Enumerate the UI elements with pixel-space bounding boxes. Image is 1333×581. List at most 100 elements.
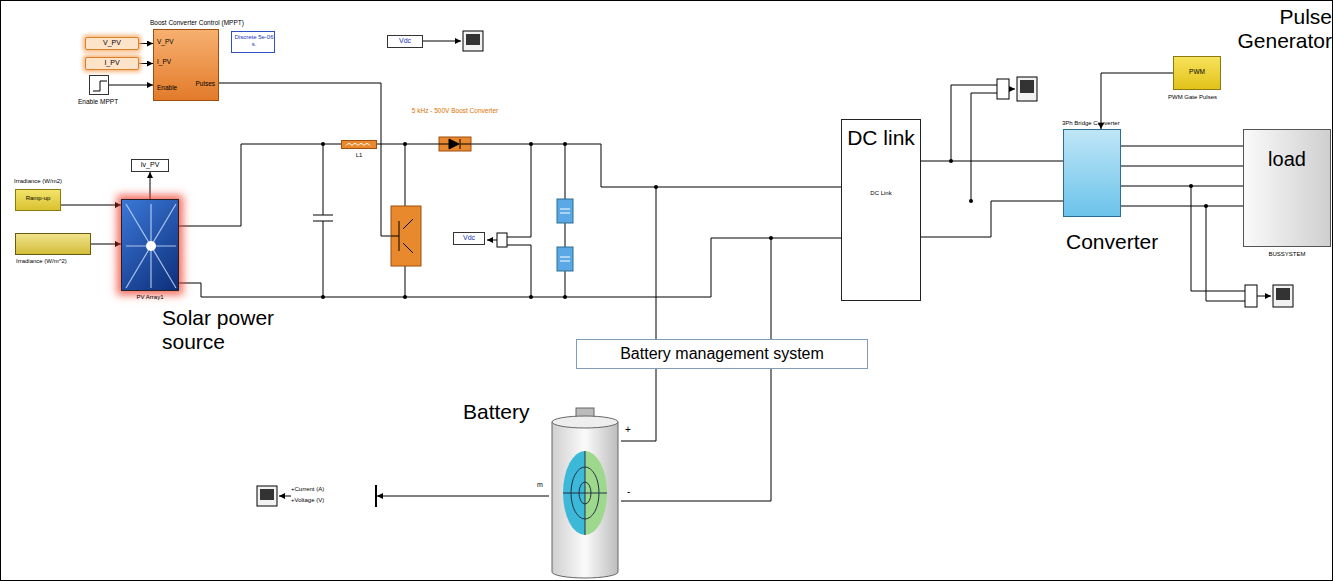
block-label: L1 bbox=[342, 152, 376, 159]
diode: 5 kHz - 500V Boost Converter bbox=[439, 137, 471, 151]
block-label: Pulses bbox=[195, 80, 215, 87]
block-label: I_PV bbox=[86, 59, 138, 67]
signal-connector bbox=[91, 244, 121, 245]
junction-dot bbox=[1189, 184, 1193, 188]
signal-connector bbox=[61, 205, 121, 206]
junction-dot bbox=[654, 185, 658, 189]
sum-block bbox=[997, 79, 1009, 99]
block-art bbox=[563, 451, 607, 535]
block-label: I_PV bbox=[157, 58, 171, 65]
block-art bbox=[552, 422, 618, 578]
block-art bbox=[439, 144, 471, 145]
annotation-label: Solar power source bbox=[162, 306, 287, 354]
signal-connector bbox=[921, 161, 1063, 162]
block-art bbox=[552, 416, 618, 428]
annotation-label: Converter bbox=[1066, 230, 1158, 254]
block-label: V_PV bbox=[157, 38, 174, 45]
scope-symbol bbox=[257, 31, 1293, 506]
block-label: Vdc bbox=[388, 37, 422, 45]
junction-dot bbox=[563, 295, 567, 299]
signal-wire bbox=[1009, 89, 1015, 90]
scope-symbol bbox=[1020, 80, 1034, 93]
igbt-symbol bbox=[391, 206, 421, 266]
scope-symbol bbox=[260, 489, 274, 500]
scope-symbol bbox=[463, 31, 483, 51]
block-label: Enable MPPT bbox=[78, 98, 118, 105]
block-label: 5 kHz - 500V Boost Converter bbox=[411, 107, 499, 114]
block-label: +Current (A) bbox=[291, 486, 324, 493]
pv-array: PV Array1Solar power source bbox=[121, 199, 179, 291]
block-label: PWM Gate Pulses bbox=[1168, 94, 1217, 101]
dc-link: DC link DC Link bbox=[841, 119, 921, 301]
annotation-label: load bbox=[1244, 148, 1330, 171]
power-wire bbox=[507, 144, 531, 297]
igbt-symbol bbox=[391, 219, 413, 253]
block-art bbox=[93, 81, 107, 91]
pwm-generator: PWMPWM Gate PulsesPulse Generator bbox=[1173, 56, 1221, 90]
igbt-symbol bbox=[391, 206, 421, 266]
junction-dot bbox=[321, 142, 325, 146]
junction-dot bbox=[529, 142, 533, 146]
block-art bbox=[439, 137, 471, 151]
scope-symbol bbox=[1273, 285, 1293, 307]
goto-tag: Vdc bbox=[453, 232, 485, 245]
capacitor-symbol bbox=[557, 247, 573, 271]
block-art bbox=[146, 241, 156, 251]
goto-tag: I_PV bbox=[85, 57, 139, 70]
block-label: PV Array1 bbox=[122, 294, 178, 301]
annotation-label: Battery bbox=[463, 400, 530, 424]
block-art bbox=[90, 76, 108, 94]
from-tag: Vdc bbox=[387, 35, 423, 48]
step-block: Enable MPPT bbox=[89, 75, 109, 95]
sum-block bbox=[497, 233, 507, 247]
block-art bbox=[342, 141, 376, 148]
power-wire bbox=[621, 187, 656, 441]
goto-tag: V_PV bbox=[85, 37, 139, 50]
junction-dot bbox=[403, 142, 407, 146]
block-label: V_PV bbox=[86, 39, 138, 47]
signal-wire bbox=[423, 41, 461, 42]
signal-wire bbox=[487, 240, 497, 241]
power-wire bbox=[921, 201, 1063, 237]
signal-connector bbox=[139, 63, 153, 64]
block-label: BUSSYSTEM bbox=[1244, 251, 1330, 258]
powergui-block: Discrete 5e-06 s. bbox=[231, 31, 275, 53]
signal-wire bbox=[279, 496, 291, 497]
block-label: DC Link bbox=[842, 190, 920, 197]
goto-tag: Iv_PV bbox=[131, 159, 169, 172]
power-wire bbox=[1121, 166, 1243, 206]
block-label: +Voltage (V) bbox=[291, 497, 324, 504]
power-wire bbox=[377, 144, 439, 145]
power-wire bbox=[1191, 186, 1245, 301]
signal-wire bbox=[1257, 296, 1271, 297]
signal-wire bbox=[219, 83, 391, 236]
signal-connector bbox=[139, 43, 153, 44]
power-wire bbox=[621, 238, 771, 501]
scope-symbol bbox=[1017, 77, 1037, 101]
block-art bbox=[549, 406, 621, 580]
junction-dot bbox=[321, 295, 325, 299]
block-label: + bbox=[625, 424, 631, 436]
junction-dot bbox=[529, 295, 533, 299]
scope-symbol bbox=[257, 486, 277, 506]
power-wire bbox=[179, 85, 1245, 501]
signal-connector bbox=[1121, 146, 1243, 147]
junction-dot bbox=[1204, 204, 1208, 208]
inductor: L1 bbox=[341, 140, 377, 149]
junction-dot bbox=[403, 295, 407, 299]
signal-wire bbox=[219, 41, 1271, 496]
junction-dot bbox=[969, 199, 973, 203]
annotation-label: DC link bbox=[842, 126, 920, 150]
block-label: Irradiance (W/m^2) bbox=[16, 258, 67, 265]
bms-box: Battery management system bbox=[576, 339, 868, 369]
sum-block bbox=[1245, 285, 1257, 307]
block-label: Ramp-up bbox=[16, 195, 60, 202]
power-wire bbox=[471, 144, 841, 187]
capacitor-symbol bbox=[560, 209, 570, 261]
scope-symbol bbox=[1276, 288, 1290, 300]
junction-dot bbox=[563, 142, 567, 146]
annotation-label: Pulse Generator bbox=[1217, 5, 1332, 53]
block-art bbox=[126, 204, 176, 288]
block-label: Irradiance (W/m2) bbox=[14, 178, 62, 185]
block-art bbox=[122, 200, 178, 290]
